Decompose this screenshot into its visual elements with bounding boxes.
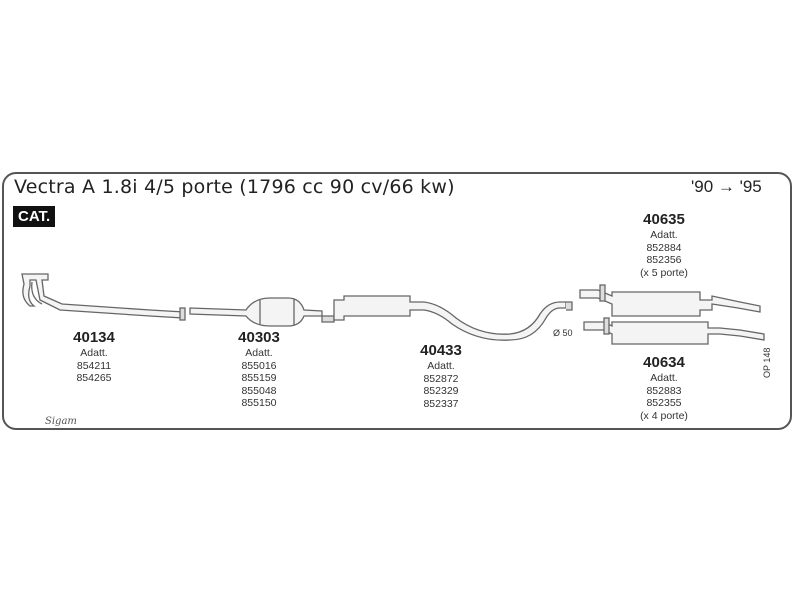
part-code: 40634 [643,354,685,371]
part-code: 40635 [643,211,685,228]
part-label: Adatt. [427,360,455,372]
part-ref: 855016 [241,359,277,372]
part-ref: 852329 [423,385,459,397]
part-40303: 40303 Adatt. 855016 855159 855048 855150 [229,329,289,410]
rear-muffler-5-door [579,289,761,317]
part-ref: 852355 [646,397,682,409]
part-label: Adatt. [650,372,678,384]
catalog-page-code: OP 148 [762,347,772,378]
rear-muffler-4-door [583,321,765,345]
catalyst-badge: CAT. [13,206,56,227]
part-label: Adatt. [245,347,273,359]
year-range: '90 → '95 [691,177,762,196]
part-code: 40303 [238,329,280,346]
part-40635: 40635 Adatt. 852884 852356 (x 5 porte) [624,211,704,279]
part-code: 40134 [73,329,115,346]
part-ref: 852883 [646,384,682,397]
part-ref: 855159 [241,372,277,384]
brand-logo: Sigam [45,416,77,427]
part-code: 40433 [420,342,462,359]
part-ref: (x 4 porte) [640,409,688,422]
center-muffler [333,295,567,341]
part-ref: 855150 [241,397,277,409]
part-40433: 40433 Adatt. 852872 852329 852337 [411,342,471,410]
part-ref: 852356 [646,254,682,266]
vehicle-title: Vectra A 1.8i 4/5 porte (1796 cc 90 cv/6… [14,176,455,198]
center-pipe-joint [321,315,335,323]
part-ref: 852337 [423,397,459,410]
part-ref: 852884 [646,241,682,254]
part-label: Adatt. [80,347,108,359]
part-ref: 852872 [423,372,459,385]
part-ref: (x 5 porte) [640,266,688,279]
part-ref: 854265 [76,372,112,384]
part-40134: 40134 Adatt. 854211 854265 [64,329,124,385]
part-ref: 855048 [241,384,277,397]
part-label: Adatt. [650,229,678,241]
pipe-diameter-label: Ø 50 [553,328,573,338]
front-downpipe [21,273,185,319]
catalytic-converter [189,297,323,327]
part-40634: 40634 Adatt. 852883 852355 (x 4 porte) [624,354,704,422]
part-ref: 854211 [76,359,112,372]
